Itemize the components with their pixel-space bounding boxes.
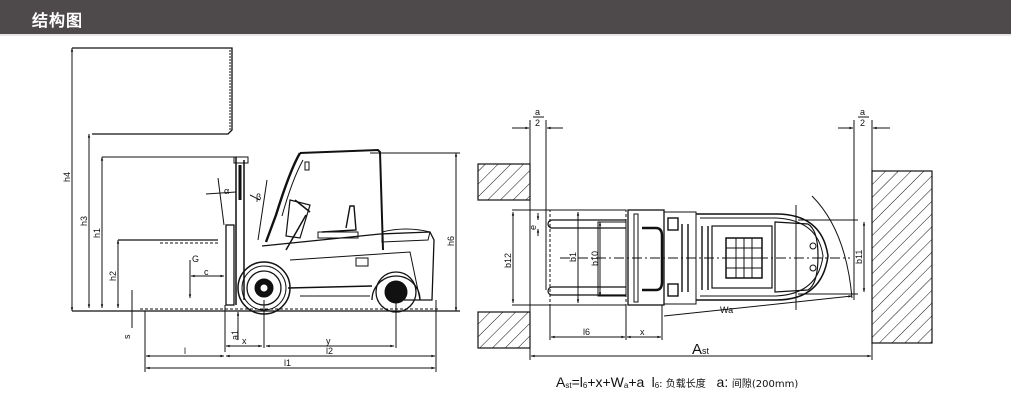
label-l6: l6 — [583, 327, 590, 337]
section-title: 结构图 — [32, 11, 84, 30]
section-header: 结构图 — [0, 0, 1011, 36]
label-h6: h6 — [446, 236, 456, 246]
label-a-left-num: a — [535, 107, 540, 117]
label-h1: h1 — [92, 228, 102, 238]
label-b10: b10 — [590, 251, 600, 266]
label-a-right-den: 2 — [860, 118, 865, 128]
label-y: y — [326, 336, 331, 346]
front-wheel — [237, 261, 291, 315]
aisle-width-formula: Ast=l6+x+Wa+a l6: 负载长度 a: 间隙(200mm) — [556, 374, 799, 390]
label-a1: a1 — [230, 330, 240, 340]
label-h2: h2 — [108, 271, 118, 281]
side-view — [70, 47, 460, 372]
label-a-left-den: 2 — [535, 118, 540, 128]
label-l2: l2 — [326, 346, 333, 356]
label-e: e — [528, 225, 538, 230]
l6-legend-symbol: l — [651, 374, 655, 390]
label-b12: b12 — [503, 253, 513, 268]
label-l1: l1 — [284, 358, 291, 368]
wall-top-left — [477, 163, 531, 201]
label-l: l — [184, 346, 186, 356]
label-b1: b1 — [568, 252, 578, 262]
label-a-right-num: a — [860, 107, 865, 117]
l6-legend-desc: : 负载长度 — [659, 379, 706, 390]
a-legend-symbol: a: — [716, 374, 729, 390]
label-G: G — [192, 254, 199, 264]
label-x-top: x — [640, 327, 645, 337]
wall-right — [871, 170, 933, 344]
label-alpha: α — [224, 186, 229, 196]
top-view-labels: a 2 a 2 b12 b1 b10 e b11 l6 x Wa Ast — [503, 107, 869, 358]
wall-bottom-left — [477, 311, 531, 349]
side-view-labels: h4 h3 h1 h2 h6 s a1 G c α β x y l l2 l1 — [62, 172, 456, 368]
label-h3: h3 — [79, 216, 89, 226]
label-c: c — [204, 267, 209, 277]
label-Ast: Ast — [692, 341, 710, 358]
label-Wa: Wa — [720, 305, 733, 315]
label-h4: h4 — [62, 172, 72, 182]
label-s: s — [122, 334, 132, 339]
label-b11: b11 — [854, 250, 864, 264]
top-view — [477, 120, 933, 360]
label-x: x — [242, 336, 247, 346]
a-legend-desc: 间隙(200mm) — [731, 379, 799, 390]
forklift-structure-diagram: h4 h3 h1 h2 h6 s a1 G c α β x y l l2 l1 — [62, 47, 933, 372]
label-beta: β — [256, 192, 261, 202]
